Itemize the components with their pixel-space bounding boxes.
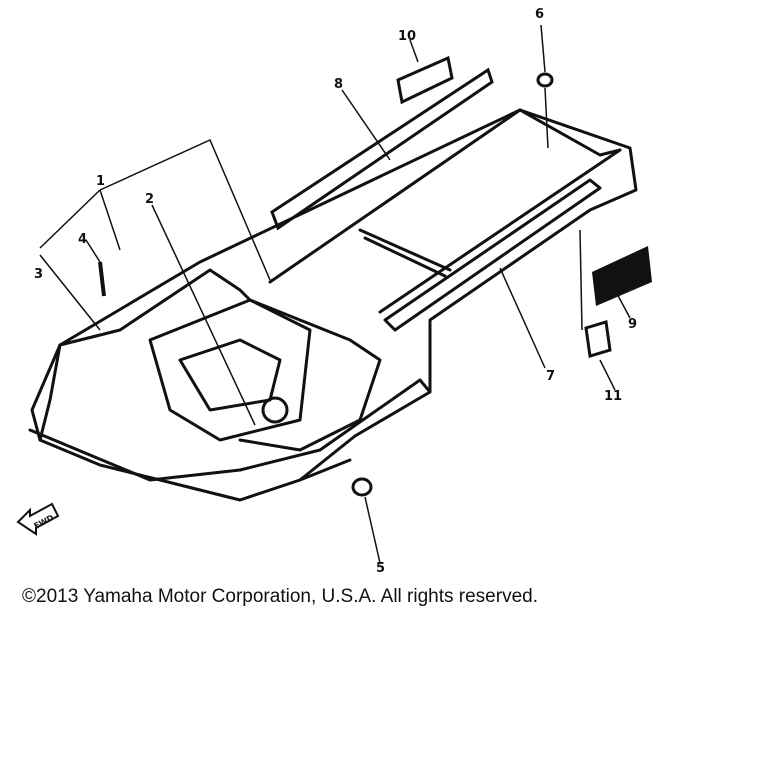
lower-skid bbox=[238, 378, 432, 482]
emblem-plate bbox=[592, 246, 652, 306]
callout-5: 5 bbox=[376, 561, 385, 576]
copyright-notice: ©2013 Yamaha Motor Corporation, U.S.A. A… bbox=[22, 586, 538, 607]
callout-9: 9 bbox=[628, 317, 637, 332]
parts-diagram: 1 2 3 4 5 6 7 8 9 10 11 FWD bbox=[16, 7, 652, 576]
grommet-top bbox=[536, 72, 554, 88]
decal-strip bbox=[270, 67, 494, 231]
tunnel-crossbar bbox=[358, 228, 452, 278]
callout-2: 2 bbox=[145, 192, 154, 207]
callout-7: 7 bbox=[546, 369, 555, 384]
grommet-bottom bbox=[351, 477, 373, 497]
callout-4: 4 bbox=[78, 232, 87, 247]
side-rail bbox=[383, 178, 602, 332]
fwd-arrow-icon: FWD bbox=[16, 502, 60, 536]
bolt bbox=[98, 261, 106, 297]
engine-bay bbox=[148, 298, 312, 442]
callout-1: 1 bbox=[96, 174, 105, 189]
callout-10: 10 bbox=[398, 29, 416, 44]
callout-6: 6 bbox=[535, 7, 544, 22]
fwd-label: FWD bbox=[32, 513, 55, 531]
chassis-outline bbox=[30, 108, 638, 502]
bulkhead bbox=[58, 268, 382, 452]
callout-11: 11 bbox=[604, 389, 622, 404]
front-frame bbox=[28, 343, 242, 482]
label-plate bbox=[584, 320, 612, 358]
callout-3: 3 bbox=[34, 267, 43, 282]
callout-8: 8 bbox=[334, 77, 343, 92]
decal-small bbox=[396, 55, 454, 105]
mount-ring bbox=[261, 396, 289, 424]
